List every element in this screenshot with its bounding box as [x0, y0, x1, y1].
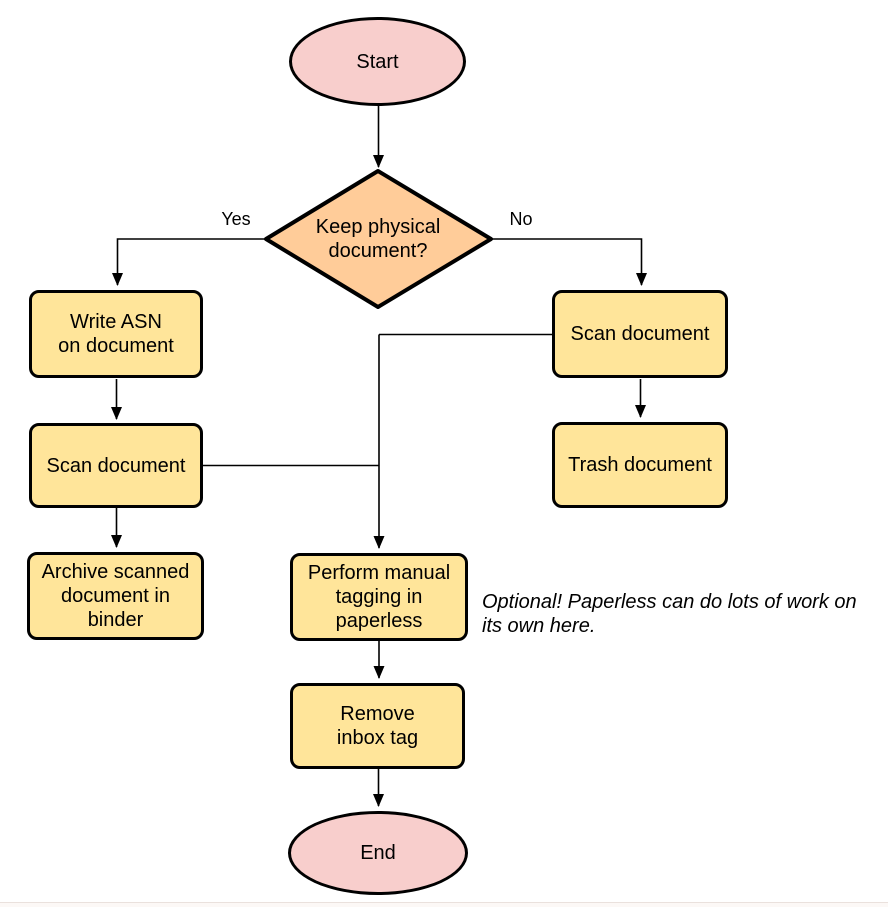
end-node: End — [288, 811, 468, 895]
start-node-label: Start — [356, 50, 399, 73]
decision-node-label: Keep physical document? — [315, 216, 441, 262]
archive-document-node-label: Archive scanned document in binder — [41, 561, 190, 631]
archive-document-node: Archive scanned document in binder — [27, 552, 204, 640]
end-node-label: End — [360, 842, 396, 864]
scan-document-right-node: Scan document — [552, 290, 728, 378]
connector-decision-yes-to-write-asn — [112, 238, 266, 286]
page-edge-line — [0, 902, 888, 907]
perform-tagging-node-label: Perform manual tagging in paperless — [307, 562, 451, 632]
remove-inbox-tag-node: Remove inbox tag — [290, 683, 465, 769]
no-edge-label: No — [509, 209, 533, 229]
optional-note: Optional! Paperless can do lots of work … — [482, 591, 857, 637]
trash-document-node-label: Trash document — [568, 454, 712, 476]
connector-decision-no-to-scan-right — [490, 238, 647, 286]
yes-edge-label: Yes — [221, 209, 251, 229]
scan-document-left-node: Scan document — [29, 423, 203, 508]
scan-document-left-node-label: Scan document — [46, 454, 186, 477]
remove-inbox-tag-node-label: Remove inbox tag — [336, 703, 419, 749]
start-node: Start — [289, 17, 466, 106]
scan-document-right-node-label: Scan document — [570, 323, 710, 345]
write-asn-node: Write ASN on document — [29, 290, 203, 378]
write-asn-node-label: Write ASN on document — [58, 311, 174, 357]
decision-diamond-shape — [264, 169, 493, 309]
trash-document-node: Trash document — [552, 422, 728, 508]
perform-tagging-node: Perform manual tagging in paperless — [290, 553, 468, 641]
